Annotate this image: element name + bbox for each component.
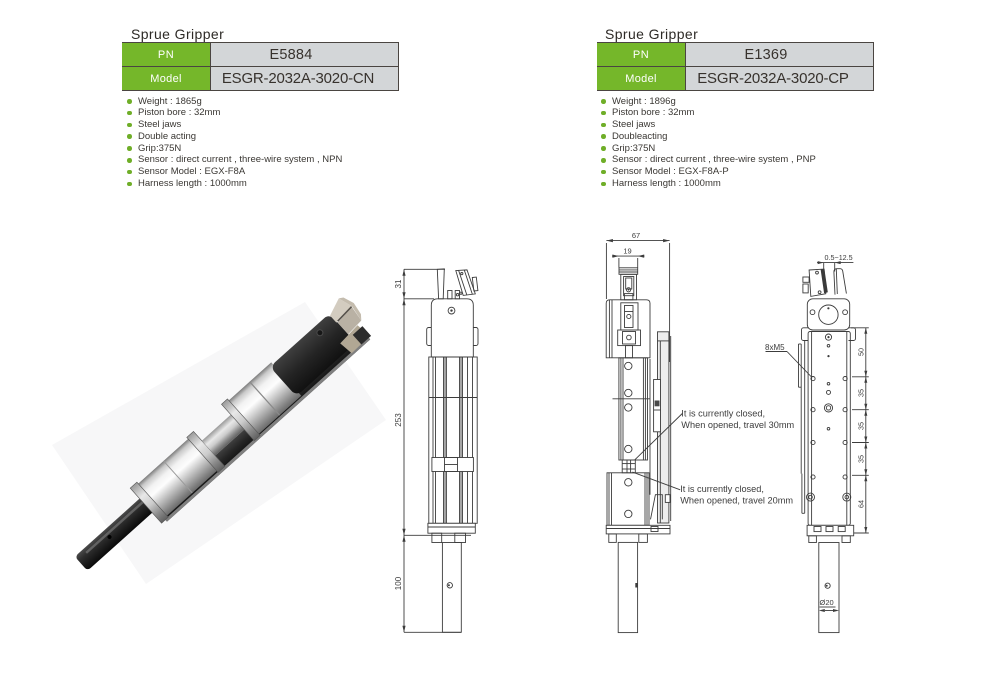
svg-text:64: 64 [857, 500, 866, 508]
svg-text:When opened, travel 20mm: When opened, travel 20mm [680, 496, 793, 506]
svg-text:35: 35 [857, 455, 866, 463]
svg-text:100: 100 [394, 576, 403, 590]
svg-text:It is currently closed,: It is currently closed, [680, 484, 764, 494]
svg-text:67: 67 [632, 231, 640, 240]
svg-text:It is currently closed,: It is currently closed, [681, 409, 765, 419]
svg-text:Ø20: Ø20 [820, 598, 834, 607]
svg-text:50: 50 [857, 348, 866, 356]
svg-text:8xM5: 8xM5 [765, 343, 785, 352]
svg-text:35: 35 [857, 389, 866, 397]
svg-text:19: 19 [623, 247, 631, 256]
svg-text:When opened, travel 30mm: When opened, travel 30mm [681, 420, 794, 430]
svg-text:31: 31 [394, 279, 403, 288]
svg-text:253: 253 [394, 413, 403, 427]
svg-text:35: 35 [857, 422, 866, 430]
svg-text:0.5~12.5: 0.5~12.5 [825, 253, 853, 262]
